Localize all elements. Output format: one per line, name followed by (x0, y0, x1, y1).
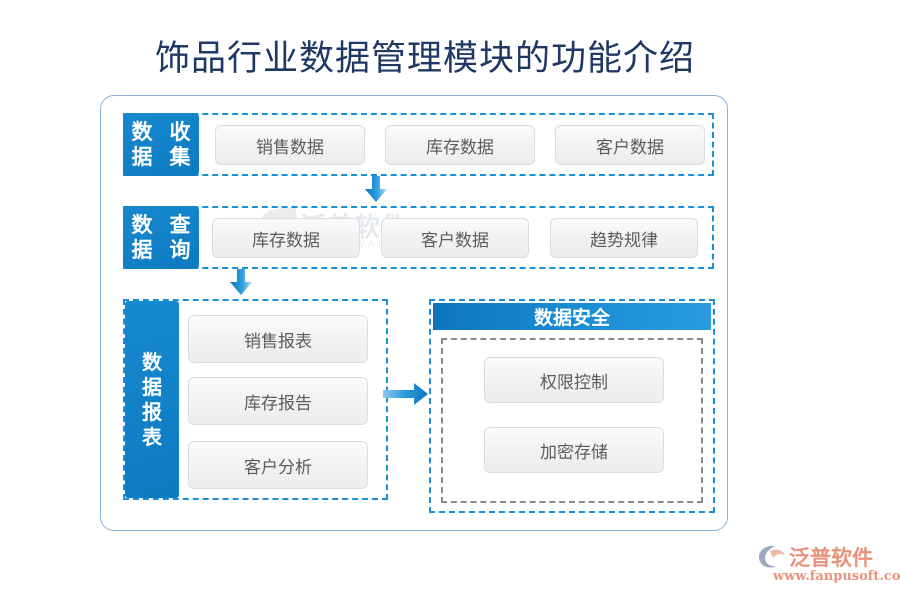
label-data-report[interactable]: 数 据 报 表 (125, 301, 179, 498)
fanpu-logo-icon (757, 544, 787, 570)
item-inventory-report[interactable]: 库存报告 (188, 377, 368, 425)
item-encrypted-storage[interactable]: 加密存储 (484, 427, 664, 473)
page-title: 饰品行业数据管理模块的功能介绍 (154, 39, 695, 79)
item-label: 权限控制 (540, 372, 608, 393)
label-line: 数 (142, 349, 162, 374)
item-permission-control[interactable]: 权限控制 (484, 357, 664, 403)
item-label: 客户分析 (244, 457, 312, 478)
footer-url: www.fanpusoft.com (773, 569, 900, 584)
item-label: 客户数据 (421, 230, 489, 251)
security-panel-header: 数据安全 (433, 303, 711, 330)
label-data-collection[interactable]: 数据 收集 (123, 113, 199, 176)
footer-logo: 泛普软件 www.fanpusoft.com (757, 542, 900, 592)
item-query-inventory-data[interactable]: 库存数据 (212, 218, 360, 258)
label-line: 报 (142, 399, 162, 424)
label-line: 表 (142, 424, 162, 449)
label-line: 据 (142, 374, 162, 399)
item-label: 库存数据 (252, 230, 320, 251)
item-query-trend-pattern[interactable]: 趋势规律 (550, 218, 698, 258)
item-customer-data[interactable]: 客户数据 (555, 125, 705, 165)
item-label: 库存报告 (244, 393, 312, 414)
row-data-report (123, 299, 388, 500)
footer-brand: 泛普软件 (789, 545, 873, 570)
item-label: 客户数据 (596, 137, 664, 158)
item-customer-analysis[interactable]: 客户分析 (188, 441, 368, 489)
label-line: 查询 (169, 211, 191, 262)
item-sales-data[interactable]: 销售数据 (215, 125, 365, 165)
label-line: 数据 (131, 211, 153, 262)
item-label: 销售数据 (256, 137, 324, 158)
arrow-down-icon (229, 269, 253, 295)
label-line: 数据 (131, 118, 153, 169)
item-sales-report[interactable]: 销售报表 (188, 315, 368, 363)
item-query-customer-data[interactable]: 客户数据 (381, 218, 529, 258)
item-label: 库存数据 (426, 137, 494, 158)
item-label: 趋势规律 (590, 230, 658, 251)
label-line: 收集 (169, 118, 191, 169)
item-label: 销售报表 (244, 331, 312, 352)
security-panel-inner (441, 338, 703, 503)
security-panel: 数据安全 (429, 299, 715, 513)
label-data-query[interactable]: 数据 查询 (123, 206, 199, 269)
arrow-down-icon (364, 176, 388, 202)
item-label: 加密存储 (540, 442, 608, 463)
item-inventory-data[interactable]: 库存数据 (385, 125, 535, 165)
arrow-right-icon (383, 382, 429, 406)
